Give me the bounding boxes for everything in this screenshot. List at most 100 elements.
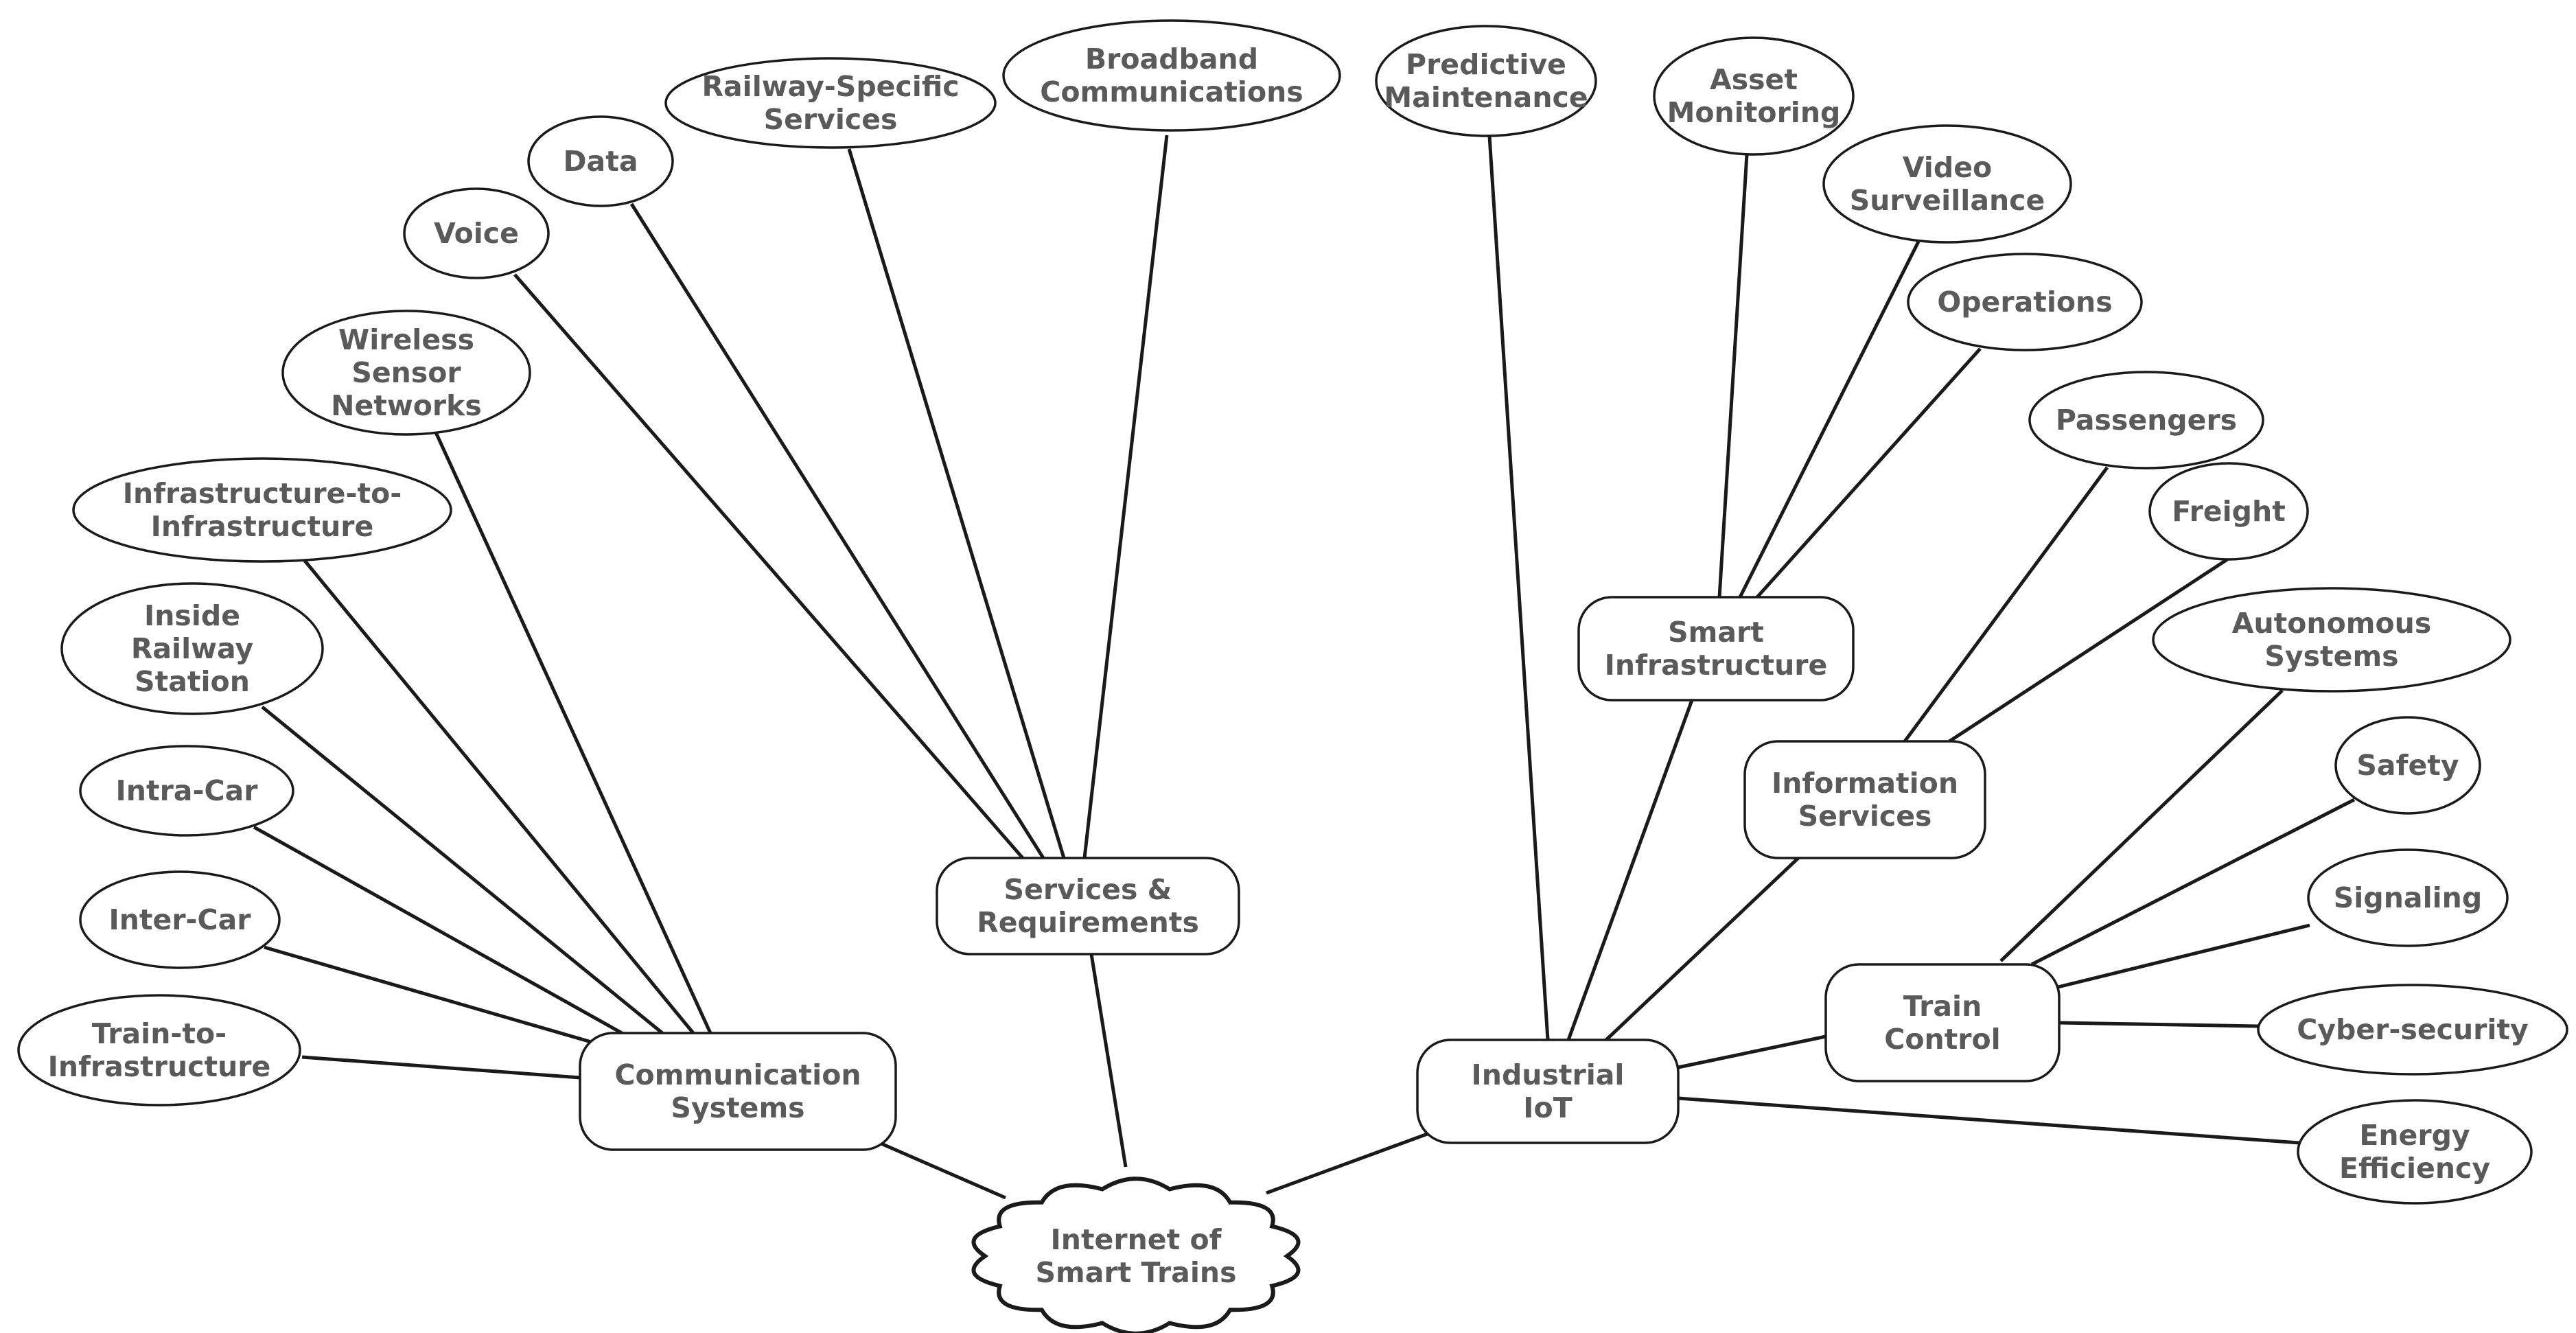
node-safety-label-line: Safety <box>2356 749 2459 782</box>
connector-comm-to-intracar <box>253 825 629 1039</box>
connector-traincontrol-to-cyber <box>2058 1021 2259 1028</box>
node-services-label-line: Services & <box>1004 873 1172 906</box>
connector-internet-to-comm <box>871 1137 1006 1200</box>
node-t2i: Train-to-Infrastructure <box>17 994 301 1106</box>
connector-services-to-railway <box>847 148 1066 859</box>
node-services-box <box>936 857 1240 955</box>
node-traincontrol-box <box>1824 963 2061 1082</box>
node-traincontrol-label-line: Control <box>1884 1023 2001 1056</box>
node-broadband-ellipse <box>1002 19 1341 132</box>
node-iiot-label-line: Industrial <box>1472 1058 1625 1091</box>
node-smartinfra-label-line: Infrastructure <box>1605 649 1828 682</box>
node-operations-ellipse <box>1907 253 2143 351</box>
node-operations: Operations <box>1907 253 2143 351</box>
node-t2i-label-line: Infrastructure <box>48 1050 271 1083</box>
node-voice: Voice <box>403 187 550 279</box>
node-passengers-ellipse <box>2028 371 2264 470</box>
node-i2i-ellipse <box>72 457 452 563</box>
node-energy-label-line: Energy <box>2359 1119 2470 1152</box>
connector-services-to-broadband <box>1082 135 1169 859</box>
node-intercar-ellipse <box>79 870 281 969</box>
connector-services-to-data <box>629 202 1045 859</box>
node-predictive-ellipse <box>1375 25 1597 137</box>
connector-comm-to-intercar <box>264 945 601 1047</box>
connector-iiot-to-predictive <box>1487 135 1550 1041</box>
node-iiot-box <box>1416 1039 1680 1144</box>
node-t2i-label-line: Train-to- <box>92 1017 227 1050</box>
node-signaling-label-line: Signaling <box>2334 881 2482 914</box>
node-info-label-line: Services <box>1798 800 1932 833</box>
node-energy-label-line: Efficiency <box>2339 1152 2490 1185</box>
connector-iiot-to-traincontrol <box>1678 1034 1826 1069</box>
node-asset-ellipse <box>1653 36 1855 156</box>
node-voice-label-line: Voice <box>434 217 519 250</box>
connector-internet-to-iiot <box>1266 1131 1432 1195</box>
node-autonomous-ellipse <box>2152 587 2511 693</box>
node-intracar-ellipse <box>79 745 294 837</box>
node-wsn-label-line: Wireless <box>338 323 474 356</box>
node-intracar: Intra-Car <box>79 745 294 837</box>
node-signaling-ellipse <box>2307 848 2509 947</box>
node-video-label-line: Surveillance <box>1850 184 2045 217</box>
node-smartinfra-label-line: Smart <box>1668 616 1764 649</box>
node-wsn-label-line: Networks <box>331 389 482 422</box>
node-passengers-label-line: Passengers <box>2056 404 2237 437</box>
connector-smartinfra-to-asset <box>1717 154 1749 598</box>
node-predictive-label-line: Predictive <box>1406 48 1566 81</box>
node-passengers: Passengers <box>2028 371 2264 470</box>
connector-smartinfra-to-video <box>1738 240 1921 599</box>
connector-info-to-passengers <box>1903 466 2109 743</box>
node-data-label-line: Data <box>564 145 638 178</box>
node-inside-ellipse <box>60 582 324 715</box>
node-broadband-label-line: Broadband <box>1085 43 1258 76</box>
connector-comm-to-i2i <box>301 556 695 1034</box>
connector-iiot-to-smartinfra <box>1566 699 1694 1041</box>
node-internet-label-line: Internet of <box>1051 1223 1222 1256</box>
node-i2i-label-line: Infrastructure <box>151 510 374 543</box>
node-railway-label-line: Railway-Specific <box>701 70 959 103</box>
node-wsn-label-line: Sensor <box>351 356 461 389</box>
node-safety: Safety <box>2334 716 2481 815</box>
node-intracar-label-line: Intra-Car <box>116 774 259 807</box>
node-freight-label-line: Freight <box>2172 495 2286 528</box>
node-signaling: Signaling <box>2307 848 2509 947</box>
node-cyber: Cyber-security <box>2257 984 2568 1076</box>
node-t2i-ellipse <box>17 994 301 1106</box>
node-services-label-line: Requirements <box>977 906 1199 939</box>
connector-internet-to-services <box>1089 953 1128 1168</box>
node-video-ellipse <box>1822 124 2072 244</box>
node-inside-label-line: Inside <box>144 599 240 632</box>
connector-info-to-freight <box>1948 557 2229 743</box>
node-intercar: Inter-Car <box>79 870 281 969</box>
node-asset-label-line: Asset <box>1710 63 1798 96</box>
node-internet-cloud <box>971 1176 1301 1333</box>
connector-services-to-voice <box>513 273 1024 859</box>
node-asset-label-line: Monitoring <box>1667 96 1841 129</box>
connector-smartinfra-to-operations <box>1756 347 1982 599</box>
node-predictive-label-line: Maintenance <box>1384 81 1588 114</box>
node-autonomous-label-line: Systems <box>2264 640 2398 673</box>
connector-traincontrol-to-signaling <box>2052 923 2310 990</box>
node-intercar-label-line: Inter-Car <box>108 903 251 936</box>
connector-iiot-to-energy <box>1678 1096 2300 1145</box>
node-data: Data <box>527 115 674 207</box>
node-railway-label-line: Services <box>764 103 898 136</box>
node-freight: Freight <box>2148 462 2309 561</box>
node-railway-ellipse <box>664 57 997 149</box>
node-comm-box <box>579 1032 897 1151</box>
node-info-label-line: Information <box>1772 767 1958 800</box>
connector-comm-to-wsn <box>434 431 712 1034</box>
